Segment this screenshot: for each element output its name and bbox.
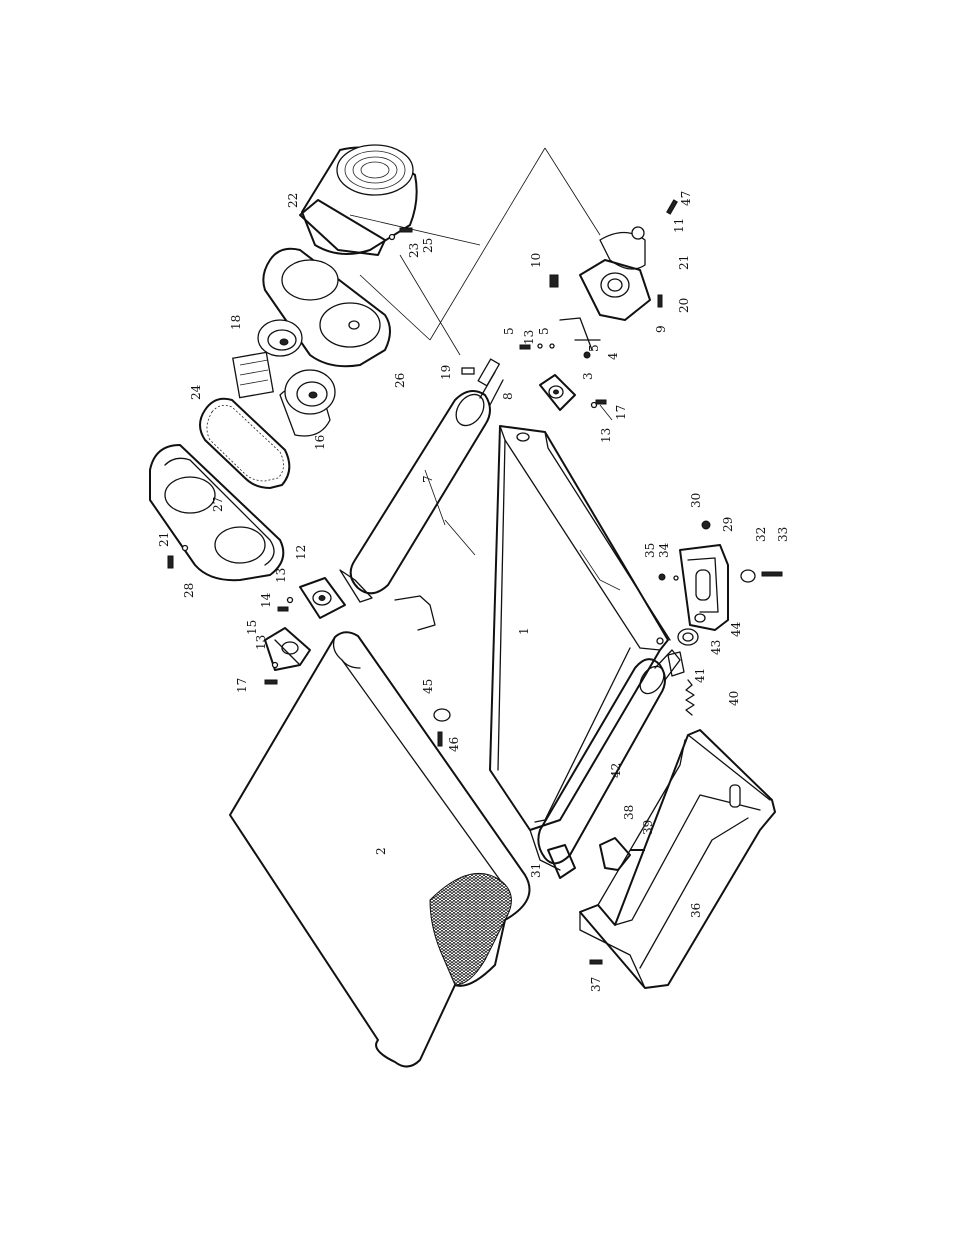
label-22: 22: [286, 193, 300, 208]
label-13b: 13: [254, 635, 268, 650]
idler-roller: [538, 650, 680, 863]
bearing-housing-right: [540, 375, 575, 410]
label-32: 32: [754, 527, 768, 542]
gearbox: [580, 227, 650, 320]
label-36: 36: [689, 903, 703, 918]
label-21b: 21: [677, 255, 691, 270]
conveyor-frame: [395, 426, 670, 870]
label-28: 28: [182, 583, 196, 598]
label-31: 31: [529, 863, 543, 878]
label-21a: 21: [157, 532, 171, 547]
label-26: 26: [393, 373, 407, 388]
label-38: 38: [622, 805, 636, 820]
label-42: 42: [609, 763, 623, 778]
roller-pulley: [280, 370, 335, 436]
bearing-housing-left: [300, 578, 345, 618]
label-10: 10: [529, 253, 543, 268]
label-27: 27: [211, 497, 225, 512]
label-40: 40: [727, 691, 741, 706]
label-44: 44: [729, 621, 743, 637]
label-13c: 13: [522, 330, 536, 345]
label-12: 12: [294, 545, 308, 560]
motor: [300, 145, 417, 255]
label-39: 39: [641, 820, 655, 835]
leader-lines: [350, 148, 612, 555]
label-16: 16: [313, 435, 327, 450]
label-35: 35: [643, 543, 657, 558]
label-25: 25: [421, 238, 435, 253]
timing-belt: [200, 399, 289, 488]
label-33: 33: [776, 527, 790, 542]
fastener-parts: [168, 200, 782, 964]
label-5a: 5: [502, 327, 516, 335]
label-7: 7: [421, 475, 435, 483]
label-11: 11: [672, 218, 686, 233]
label-14: 14: [259, 592, 273, 608]
label-47: 47: [679, 191, 693, 206]
label-41: 41: [693, 668, 707, 683]
label-19: 19: [439, 365, 453, 380]
label-5b: 5: [537, 327, 551, 335]
label-13d: 13: [599, 428, 613, 443]
part-labels: 1 2 3 4 5 5 5 7 8 9 10 11 12 13 13 13 13…: [157, 191, 790, 992]
label-4: 4: [606, 352, 620, 360]
label-30: 30: [689, 493, 703, 508]
label-8: 8: [501, 392, 515, 400]
label-23: 23: [407, 243, 421, 258]
label-9: 9: [654, 325, 668, 333]
label-29: 29: [721, 517, 735, 532]
label-13a: 13: [274, 568, 288, 583]
label-18: 18: [229, 315, 243, 330]
label-34: 34: [657, 542, 671, 558]
label-2: 2: [374, 847, 388, 855]
label-17a: 17: [235, 678, 249, 693]
label-37: 37: [589, 977, 603, 992]
label-24: 24: [189, 384, 203, 400]
label-17b: 17: [614, 405, 628, 420]
label-43: 43: [709, 640, 723, 655]
label-1: 1: [517, 627, 531, 635]
label-5c: 5: [587, 344, 601, 352]
label-15: 15: [245, 620, 259, 635]
pillow-block-bearing: [265, 628, 310, 670]
label-45: 45: [421, 679, 435, 694]
label-20: 20: [677, 298, 691, 313]
label-3: 3: [581, 372, 595, 380]
label-46: 46: [447, 737, 461, 752]
